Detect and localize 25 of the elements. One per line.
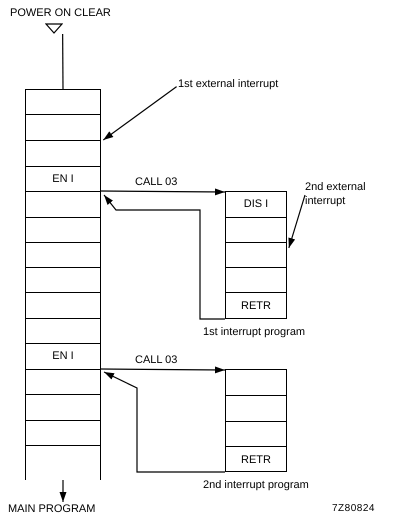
edge-label: CALL 03 xyxy=(135,176,178,188)
figure-code: 7Z80824 xyxy=(332,503,375,515)
program-block xyxy=(225,369,287,472)
memory-cell: EN I xyxy=(26,167,100,192)
caption-text: 2nd interrupt program xyxy=(203,478,309,492)
memory-cell: RETR xyxy=(226,447,286,473)
memory-cell: EN I xyxy=(26,344,100,370)
annotation-text: 1st external interrupt xyxy=(178,77,280,91)
arrow xyxy=(288,194,306,248)
caption-text: 1st interrupt program xyxy=(203,325,306,339)
memory-cell: DIS I xyxy=(226,192,286,218)
annotation-text: 2nd external interrupt xyxy=(305,180,367,208)
line xyxy=(62,34,64,89)
arrow xyxy=(60,480,66,502)
call-arrow xyxy=(101,366,225,374)
arrow xyxy=(104,194,225,320)
annotation-text: POWER ON CLEAR xyxy=(10,6,112,20)
edge-label: CALL 03 xyxy=(135,354,178,366)
arrow xyxy=(102,86,177,140)
call-arrow xyxy=(101,188,225,196)
memory-cell: RETR xyxy=(226,293,286,320)
annotation-text: MAIN PROGRAM xyxy=(8,502,96,516)
arrow xyxy=(104,371,225,473)
program-column xyxy=(25,89,101,480)
program-block xyxy=(225,191,287,319)
